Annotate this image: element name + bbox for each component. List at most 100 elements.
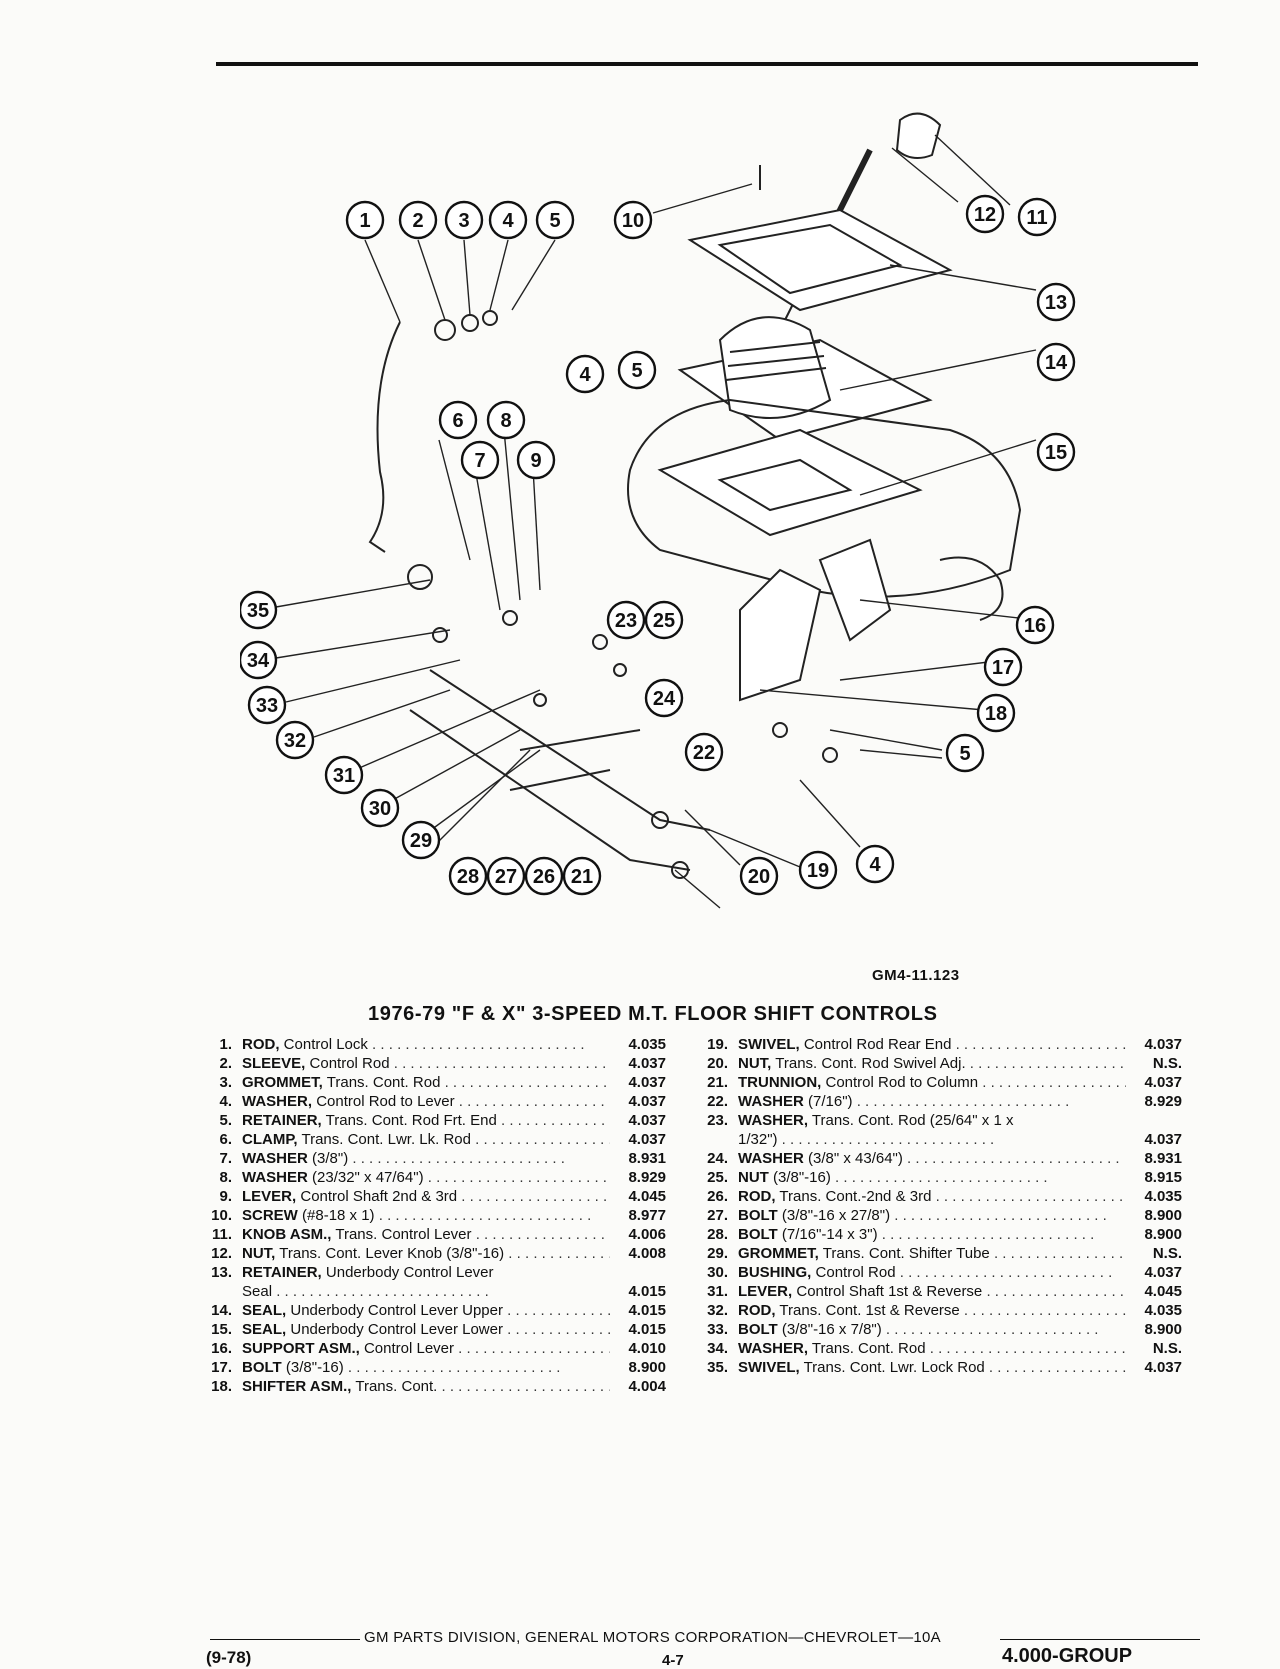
leader-dots: . . . . . . . . . . . . . . . . . . . . … [890, 1207, 1107, 1224]
part-description: RETAINER, Trans. Cont. Rod Frt. End . . … [242, 1111, 610, 1130]
svg-text:6: 6 [452, 410, 463, 432]
part-name: SLEEVE, [242, 1055, 306, 1072]
part-number: 6. [219, 1131, 232, 1148]
part-number: 33. [707, 1321, 728, 1338]
part-name: WASHER, [738, 1340, 809, 1357]
part-name: ROD, [738, 1302, 776, 1319]
part-detail: (#8-18 x 1) [302, 1207, 375, 1224]
svg-text:12: 12 [974, 204, 996, 226]
svg-text:2: 2 [412, 210, 423, 232]
svg-text:5: 5 [959, 743, 970, 765]
leader-dots: . . . . . . . . . . . . . . . . . . . . … [374, 1207, 592, 1224]
leader-dots: . . . . . . . . . . . . . . . . . . . . … [389, 1055, 607, 1072]
part-number: 3. [219, 1074, 232, 1091]
part-group-code: 4.015 [628, 1302, 666, 1319]
part-row: 6.CLAMP, Trans. Cont. Lwr. Lk. Rod . . .… [196, 1130, 666, 1149]
part-description: SHIFTER ASM., Trans. Cont. . . . . . . .… [242, 1377, 610, 1396]
part-number: 16. [211, 1340, 232, 1357]
part-detail: Trans. Cont. Rod Frt. End [325, 1112, 497, 1129]
part-group-code: 4.037 [628, 1093, 666, 1110]
part-description: BOLT (3/8"-16 x 27/8") . . . . . . . . .… [738, 1206, 1126, 1225]
part-description: GROMMET, Trans. Cont. Shifter Tube . . .… [738, 1244, 1126, 1263]
svg-text:5: 5 [631, 360, 642, 382]
part-description: NUT, Trans. Cont. Rod Swivel Adj. . . . … [738, 1054, 1126, 1073]
part-description: ROD, Control Lock . . . . . . . . . . . … [242, 1035, 610, 1054]
part-group-code: 4.015 [628, 1283, 666, 1300]
part-detail: Trans. Cont. Lever Knob (3/8"-16) [279, 1245, 505, 1262]
part-name: WASHER [738, 1093, 804, 1110]
svg-text:16: 16 [1024, 615, 1046, 637]
part-detail: Control Shaft 2nd & 3rd [300, 1188, 458, 1205]
part-description: WASHER, Trans. Cont. Rod (25/64" x 1 x [738, 1111, 1126, 1130]
part-detail: Control Rod Rear End [803, 1036, 952, 1053]
part-group-code: 8.977 [628, 1207, 666, 1224]
part-group-code: 8.900 [1144, 1321, 1182, 1338]
part-name: BOLT [738, 1321, 778, 1338]
part-group-code: 4.037 [1144, 1131, 1182, 1148]
part-number: 9. [219, 1188, 232, 1205]
part-group-code: 4.035 [1144, 1188, 1182, 1205]
part-group-code: 4.008 [628, 1245, 666, 1262]
part-row: 17.BOLT (3/8"-16) . . . . . . . . . . . … [196, 1358, 666, 1377]
part-detail: (3/8"-16) [285, 1359, 344, 1376]
part-name: WASHER [738, 1150, 804, 1167]
part-name: SWIVEL, [738, 1359, 800, 1376]
part-group-code: 4.006 [628, 1226, 666, 1243]
leader-dots: . . . . . . . . . . . . . . . . . . . . … [507, 1321, 610, 1338]
part-group-code: N.S. [1152, 1340, 1182, 1357]
part-description: WASHER (3/8") . . . . . . . . . . . . . … [242, 1149, 610, 1168]
part-group-code: 8.931 [628, 1150, 666, 1167]
part-detail: Seal [242, 1283, 273, 1300]
footer-group: 4.000-GROUP [1002, 1645, 1133, 1667]
part-description: RETAINER, Underbody Control Lever [242, 1263, 610, 1282]
part-name: GROMMET, [738, 1245, 819, 1262]
svg-text:30: 30 [369, 798, 391, 820]
svg-text:20: 20 [748, 866, 770, 888]
part-name: BOLT [738, 1226, 778, 1243]
svg-text:19: 19 [807, 860, 829, 882]
part-group-code: 4.037 [628, 1074, 666, 1091]
part-description: 1/32") . . . . . . . . . . . . . . . . .… [738, 1130, 1126, 1149]
part-name: WASHER, [242, 1093, 313, 1110]
part-row: 19.SWIVEL, Control Rod Rear End . . . . … [692, 1035, 1182, 1054]
part-description: GROMMET, Trans. Cont. Rod . . . . . . . … [242, 1073, 610, 1092]
leader-dots: . . . . . . . . . . . . . . . . . . . . … [925, 1340, 1126, 1357]
part-description: TRUNNION, Control Rod to Column . . . . … [738, 1073, 1126, 1092]
part-number: 1. [219, 1036, 232, 1053]
part-row: 30.BUSHING, Control Rod . . . . . . . . … [692, 1263, 1182, 1282]
leader-dots: . . . . . . . . . . . . . . . . . . . . … [272, 1283, 489, 1300]
part-detail: Control Rod [815, 1264, 896, 1281]
leader-dots: . . . . . . . . . . . . . . . . . . . . … [969, 1055, 1126, 1072]
part-name: GROMMET, [242, 1074, 323, 1091]
svg-text:4: 4 [502, 210, 514, 232]
svg-text:34: 34 [247, 650, 270, 672]
svg-text:35: 35 [247, 600, 269, 622]
part-group-code: 4.037 [1144, 1264, 1182, 1281]
leader-dots: . . . . . . . . . . . . . . . . . . . . … [441, 1378, 611, 1395]
part-description: NUT, Trans. Cont. Lever Knob (3/8"-16) .… [242, 1244, 610, 1263]
part-row: 34.WASHER, Trans. Cont. Rod . . . . . . … [692, 1339, 1182, 1358]
part-row: 16.SUPPORT ASM., Control Lever . . . . .… [196, 1339, 666, 1358]
part-detail: Trans. Control Lever [335, 1226, 472, 1243]
part-row: 8.WASHER (23/32" x 47/64") . . . . . . .… [196, 1168, 666, 1187]
part-detail: Trans. Cont. 1st & Reverse [779, 1302, 960, 1319]
footer-rule-right [1000, 1639, 1200, 1640]
part-detail: (3/8" x 43/64") [808, 1150, 903, 1167]
part-name: BOLT [738, 1207, 778, 1224]
leader-dots: . . . . . . . . . . . . . . . . . . . . … [343, 1359, 561, 1376]
part-name: ROD, [242, 1036, 280, 1053]
part-description: SEAL, Underbody Control Lever Lower . . … [242, 1320, 610, 1339]
part-description: NUT (3/8"-16) . . . . . . . . . . . . . … [738, 1168, 1126, 1187]
part-description: Seal . . . . . . . . . . . . . . . . . .… [242, 1282, 610, 1301]
leader-dots: . . . . . . . . . . . . . . . . . . . . … [427, 1169, 610, 1186]
part-row: 25.NUT (3/8"-16) . . . . . . . . . . . .… [692, 1168, 1182, 1187]
leader-dots: . . . . . . . . . . . . . . . . . . . . … [830, 1169, 1048, 1186]
part-description: SLEEVE, Control Rod . . . . . . . . . . … [242, 1054, 610, 1073]
part-description: SWIVEL, Control Rod Rear End . . . . . .… [738, 1035, 1126, 1054]
part-group-code: 8.900 [628, 1359, 666, 1376]
svg-text:13: 13 [1045, 292, 1067, 314]
part-name: SHIFTER ASM., [242, 1378, 352, 1395]
part-description: WASHER (3/8" x 43/64") . . . . . . . . .… [738, 1149, 1126, 1168]
part-row: 31.LEVER, Control Shaft 1st & Reverse . … [692, 1282, 1182, 1301]
leader-dots: . . . . . . . . . . . . . . . . . . . . … [935, 1188, 1126, 1205]
